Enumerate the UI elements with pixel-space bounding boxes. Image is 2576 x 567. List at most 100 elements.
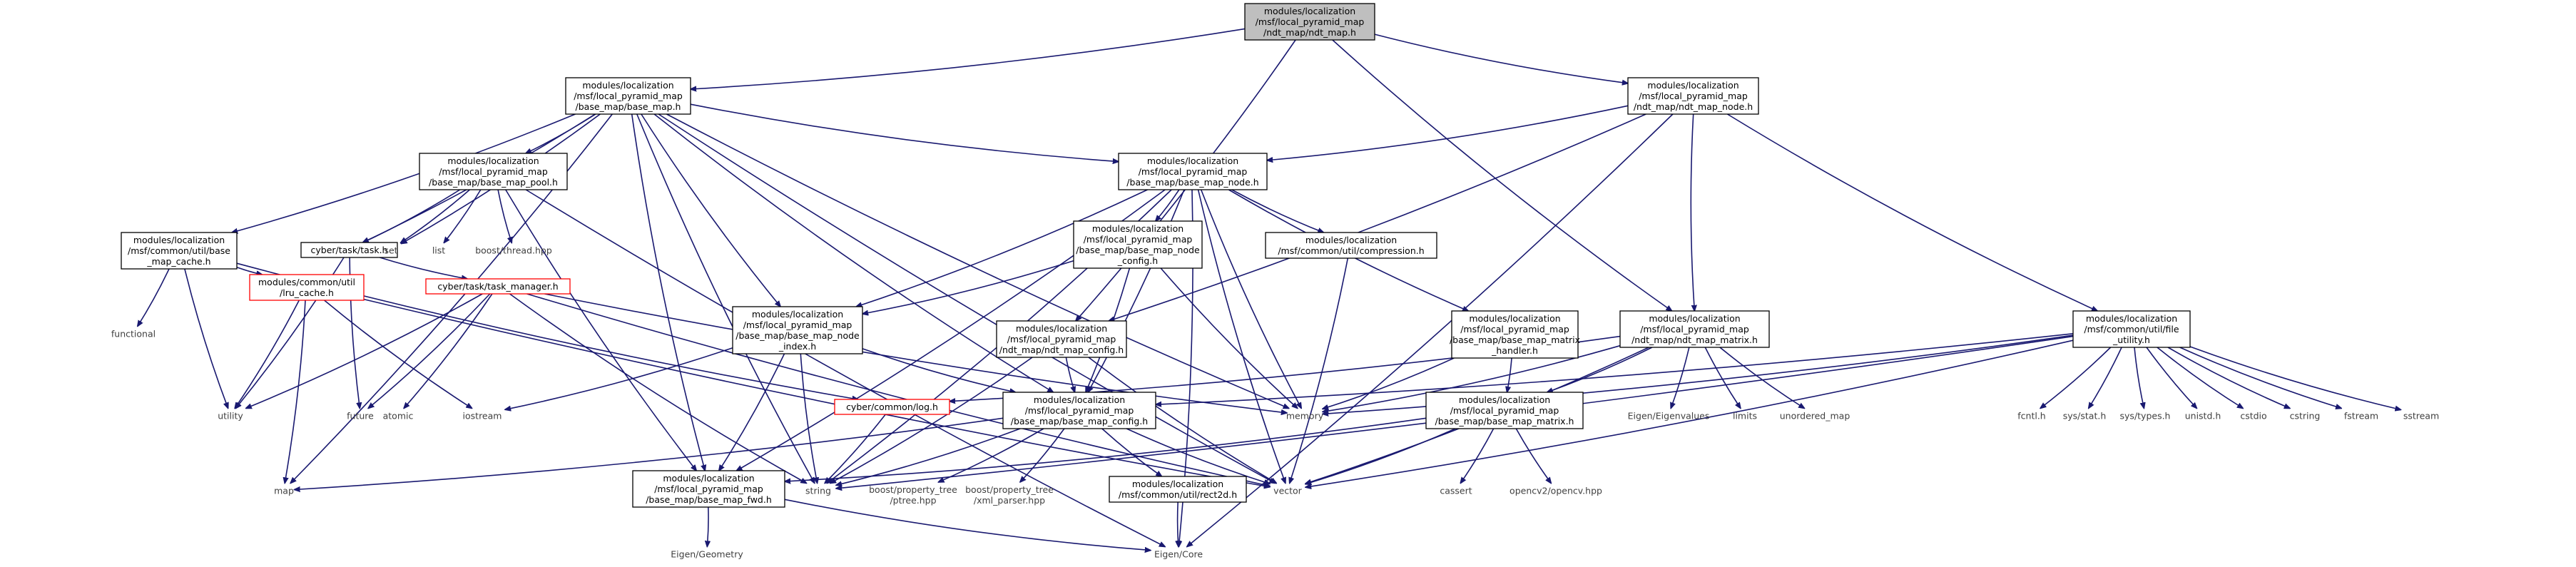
node-boost-thread: boost/thread.hpp (475, 245, 552, 255)
node-label-line: memory (1286, 410, 1324, 421)
node-label-line: set (384, 245, 397, 255)
node-ndt-map-h[interactable]: modules/localization/msf/local_pyramid_m… (1244, 3, 1375, 41)
edge-file_utility_h-to-fcntl (2040, 347, 2112, 409)
node-label-line: /base_map/base_map_matrix (1450, 334, 1580, 345)
node-base-map-node-h[interactable]: modules/localization/msf/local_pyramid_m… (1118, 153, 1268, 190)
node-cstdio: cstdio (2240, 410, 2266, 421)
node-label-line: modules/localization (2086, 313, 2177, 324)
node-set: set (384, 245, 397, 255)
edge-base_map_fwd_h-to-eigen_geometry (707, 506, 708, 547)
edge-task_manager_h-to-string (509, 293, 807, 484)
edge-ndt_map_h-to-ndt_map_node_h (1374, 34, 1628, 83)
node-box (121, 232, 238, 270)
node-base-map-matrix-h[interactable]: modules/localization/msf/local_pyramid_m… (1425, 392, 1584, 429)
node-sys-stat: sys/stat.h (2063, 410, 2107, 421)
edge-base_map_matrix_handler_h-to-memory (1323, 357, 1455, 409)
node-base-map-cache-h[interactable]: modules/localization/msf/common/util/bas… (121, 232, 238, 270)
node-label-line: /msf/common/util/file (2084, 324, 2179, 334)
node-base-map-fwd-h[interactable]: modules/localization/msf/local_pyramid_m… (632, 470, 785, 508)
node-ptree: boost/property_tree/ptree.hpp (869, 484, 957, 506)
edge-base_map_config_h-to-string (836, 428, 1021, 485)
node-task-manager-h[interactable]: cyber/task/task_manager.h (425, 278, 571, 295)
edge-lru_cache_h-to-iostream (324, 300, 472, 409)
edge-base_map_matrix_handler_h-to-base_map_matrix_h (1507, 357, 1512, 392)
node-box (425, 278, 571, 295)
node-log-h[interactable]: cyber/common/log.h (834, 399, 950, 415)
node-box (2072, 310, 2191, 348)
node-task-h[interactable]: cyber/task/task.h (300, 242, 398, 258)
node-fstream: fstream (2344, 410, 2378, 421)
node-label-line: /msf/common/util/compression.h (1278, 245, 1424, 256)
node-label-line: /ndt_map/ndt_map_config.h (999, 344, 1124, 355)
edge-ndt_map_node_h-to-file_utility_h (1726, 113, 2097, 311)
edge-ndt_map_matrix_h-to-limits (1704, 347, 1741, 409)
node-base-map-pool-h[interactable]: modules/localization/msf/local_pyramid_m… (419, 153, 568, 190)
node-list: list (432, 245, 445, 255)
node-label-line: /ndt_map/ndt_map_node.h (1634, 101, 1753, 112)
node-label-line: Eigen/Core (1154, 548, 1203, 559)
node-string: string (805, 485, 831, 496)
edge-file_utility_h-to-sstream (2189, 346, 2401, 410)
edge-base_map_pool_h-to-list (444, 189, 482, 243)
node-box (996, 320, 1127, 358)
node-label-line: /msf/local_pyramid_map (654, 484, 763, 494)
node-utility: utility (218, 410, 243, 421)
node-label-line: cyber/task/task_manager.h (437, 281, 558, 292)
node-label-line: _handler.h (1491, 345, 1538, 356)
edge-ndt_map_matrix_h-to-eigenvalues (1671, 347, 1690, 409)
edge-ndt_map_node_h-to-ndt_map_config_h (1109, 113, 1646, 321)
node-unordered-map: unordered_map (1780, 410, 1850, 421)
node-cstring: cstring (2290, 410, 2321, 421)
node-box (1265, 232, 1437, 259)
edge-base_map_node_h-to-vector (1197, 189, 1286, 484)
node-label-line: boost/property_tree (869, 484, 957, 495)
node-base-map-node-config-h[interactable]: modules/localization/msf/local_pyramid_m… (1073, 220, 1203, 269)
edge-base_map_matrix_h-to-opencv (1515, 428, 1551, 484)
node-base-map-matrix-handler-h[interactable]: modules/localization/msf/local_pyramid_m… (1450, 310, 1580, 359)
node-base-map-node-index-h[interactable]: modules/localization/msf/local_pyramid_m… (732, 306, 863, 354)
node-label-line: modules/localization (1469, 313, 1560, 324)
edge-base_map_h-to-base_map_cache_h (232, 113, 576, 233)
edge-file_utility_h-to-sys_stat (2089, 347, 2122, 409)
node-label-line: atomic (383, 410, 414, 421)
edge-ndt_map_config_h-to-base_map_config_h (1065, 357, 1074, 392)
edge-base_map_config_h-to-rect2d_h (1101, 428, 1162, 476)
node-label-line: /msf/local_pyramid_map (574, 91, 683, 101)
node-label-line: boost/property_tree (965, 484, 1054, 495)
node-atomic: atomic (383, 410, 414, 421)
node-label-line: cstring (2290, 410, 2321, 421)
node-ndt-map-matrix-h[interactable]: modules/localization/msf/local_pyramid_m… (1619, 310, 1770, 348)
node-ndt-map-config-h[interactable]: modules/localization/msf/local_pyramid_m… (996, 320, 1127, 358)
node-eigen-core: Eigen/Core (1154, 548, 1203, 559)
node-label-line: cstdio (2240, 410, 2266, 421)
node-compression-h[interactable]: modules/localization/msf/common/util/com… (1265, 232, 1437, 259)
node-box (1118, 153, 1268, 190)
node-label-line: limits (1733, 410, 1757, 421)
edge-task_h-to-task_manager_h (380, 257, 467, 279)
node-label-line: /msf/local_pyramid_map (1639, 91, 1748, 101)
node-label-line: _utility.h (2112, 334, 2150, 345)
node-lru-cache-h[interactable]: modules/common/util/lru_cache.h (249, 274, 365, 301)
node-cassert: cassert (1440, 485, 1472, 496)
node-label-line: cyber/task/task.h (311, 245, 388, 255)
node-label-line: modules/localization (1092, 223, 1183, 234)
node-label-line: utility (218, 410, 243, 421)
node-label-line: modules/localization (447, 155, 539, 166)
node-label-line: /msf/local_pyramid_map (1084, 234, 1193, 245)
edge-base_map_cache_h-to-functional (138, 268, 170, 327)
edge-ndt_map_node_h-to-eigen_core (1187, 113, 1674, 547)
node-box (300, 242, 398, 258)
node-rect2d-h[interactable]: modules/localization/msf/common/util/rec… (1109, 476, 1247, 503)
node-label-line: modules/localization (1264, 6, 1355, 16)
node-ndt-map-node-h[interactable]: modules/localization/msf/local_pyramid_m… (1627, 77, 1759, 115)
node-label-line: sys/types.h (2120, 410, 2171, 421)
node-box (419, 153, 568, 190)
node-eigenvalues: Eigen/Eigenvalues (1628, 410, 1710, 421)
node-file-utility-h[interactable]: modules/localization/msf/common/util/fil… (2072, 310, 2191, 348)
nodes-layer: modules/localization/msf/local_pyramid_m… (111, 3, 2439, 559)
node-base-map-h[interactable]: modules/localization/msf/local_pyramid_m… (565, 77, 691, 115)
node-base-map-config-h[interactable]: modules/localization/msf/local_pyramid_m… (1002, 392, 1156, 429)
node-memory: memory (1286, 410, 1324, 421)
node-label-line: /lru_cache.h (280, 287, 334, 298)
